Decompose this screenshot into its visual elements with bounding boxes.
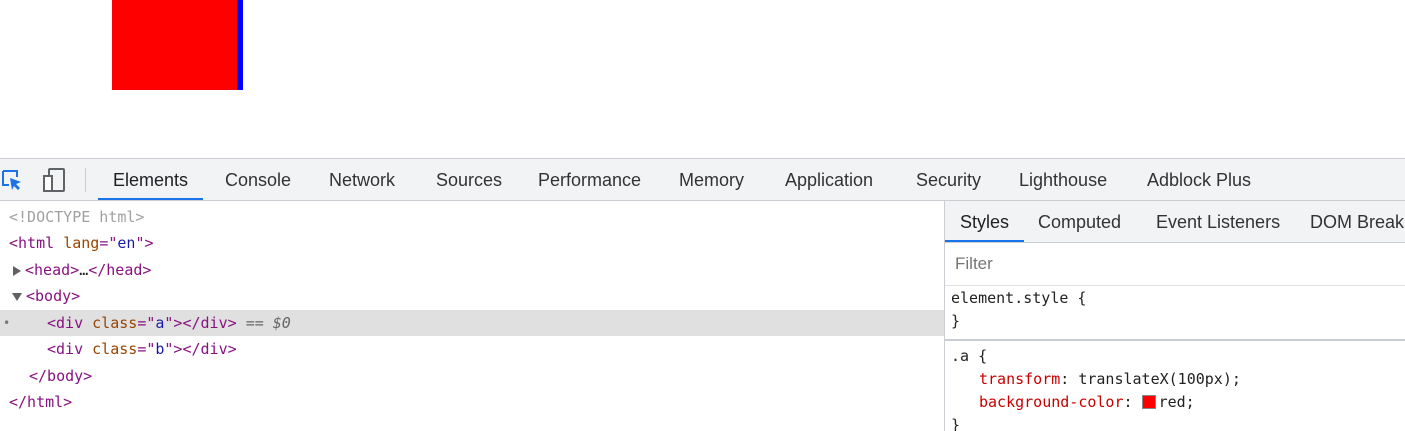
tree-node-html[interactable]: <html lang="en"> <box>0 230 953 256</box>
html-attr-eq: =" <box>99 234 118 252</box>
tab-application[interactable]: Application <box>785 170 874 190</box>
element-style-close-brace: } <box>951 312 961 330</box>
div-b-open-tag: <div <box>47 340 84 358</box>
head-close-tag: </head> <box>88 261 152 279</box>
tab-lighthouse[interactable]: Lighthouse <box>1019 170 1108 190</box>
tab-security[interactable]: Security <box>916 170 982 190</box>
tree-node-body[interactable]: <body> <box>0 283 956 309</box>
tab-event-listeners[interactable]: Event Listeners <box>1156 212 1281 232</box>
html-open-tag: <html <box>9 234 55 252</box>
doctype-text: <!DOCTYPE html> <box>9 208 145 226</box>
tab-adblock-plus[interactable]: Adblock Plus <box>1147 170 1252 190</box>
tab-sources[interactable]: Sources <box>436 170 503 190</box>
div-a-close-tag: "></div> <box>164 314 237 332</box>
inspect-element-icon[interactable] <box>0 168 24 192</box>
class-a-close-brace: } <box>951 416 961 431</box>
tab-performance[interactable]: Performance <box>538 170 642 190</box>
tree-node-body-close[interactable]: </body> <box>0 363 973 389</box>
property-name[interactable]: transform <box>979 370 1061 388</box>
tree-node-div-b[interactable]: <div class="b"></div> <box>0 336 991 362</box>
selected-node-marker: == $0 <box>245 314 291 332</box>
page-viewport <box>0 0 1405 158</box>
tab-computed[interactable]: Computed <box>1038 212 1122 232</box>
class-a-rule: .a { transform: translateX(100px); backg… <box>945 345 1405 431</box>
html-attr-name: lang <box>63 234 100 252</box>
tab-console[interactable]: Console <box>225 170 292 190</box>
selection-dot: • <box>3 316 11 330</box>
tab-network[interactable]: Network <box>329 170 396 190</box>
property-value[interactable]: red; <box>1158 393 1195 411</box>
html-attr-value: en <box>117 234 136 252</box>
tree-node-doctype[interactable]: <!DOCTYPE html> <box>0 204 953 230</box>
div-b-attr-value: b <box>155 340 165 358</box>
div-a-open-tag: <div <box>47 314 84 332</box>
div-b-attr-eq: =" <box>137 340 156 358</box>
div-b-close-tag: "></div> <box>164 340 237 358</box>
pane-divider[interactable] <box>944 201 945 431</box>
property-name[interactable]: background-color <box>979 393 1124 411</box>
html-attr-close: "> <box>135 234 154 252</box>
head-ellipsis: … <box>79 261 89 279</box>
collapse-arrow-icon[interactable] <box>12 292 22 301</box>
element-style-selector[interactable]: element.style { <box>951 289 1087 307</box>
styles-sidebar: Styles Computed Event Listeners DOM Brea… <box>945 201 1405 431</box>
tab-elements[interactable]: Elements <box>98 159 204 200</box>
div-a-attr-value: a <box>155 314 165 332</box>
html-close-tag: </html> <box>9 393 73 411</box>
div-a-box <box>112 0 237 90</box>
tree-node-div-a[interactable]: • <div class="a"></div> == $0 <box>0 310 991 336</box>
element-style-rule: element.style { } <box>945 287 1405 333</box>
class-a-selector[interactable]: .a { <box>951 347 988 365</box>
div-a-attr-name: class <box>92 314 138 332</box>
color-swatch-icon[interactable] <box>1141 395 1156 409</box>
div-b-attr-name: class <box>92 340 138 358</box>
head-open-tag: <head> <box>25 261 80 279</box>
css-property-background-color[interactable]: background-color: red; <box>979 393 1195 411</box>
styles-tab-bar: Styles Computed Event Listeners DOM Brea… <box>945 201 1405 243</box>
devtools-toolbar: Elements Console Network Sources Perform… <box>0 159 1405 201</box>
property-value[interactable]: translateX(100px); <box>1078 370 1241 388</box>
body-close-tag: </body> <box>29 367 93 385</box>
device-toolbar-icon[interactable] <box>42 168 66 192</box>
css-property-transform[interactable]: transform: translateX(100px); <box>979 370 1241 388</box>
rule-divider <box>945 339 1405 341</box>
tab-dom-breakpoints[interactable]: DOM Breakpoints <box>1310 212 1405 232</box>
tab-memory[interactable]: Memory <box>679 170 745 190</box>
expand-arrow-icon[interactable] <box>13 265 21 276</box>
div-a-attr-eq: =" <box>137 314 156 332</box>
tree-node-html-close[interactable]: </html> <box>0 389 953 415</box>
styles-filter-row <box>945 243 1405 286</box>
toolbar-separator <box>85 168 86 192</box>
styles-filter-input[interactable] <box>949 249 1399 279</box>
tab-styles[interactable]: Styles <box>945 201 1025 242</box>
elements-tree: <!DOCTYPE html> <html lang="en"> <head>…… <box>0 201 991 431</box>
body-open-tag: <body> <box>26 287 81 305</box>
tree-node-head[interactable]: <head>…</head> <box>0 257 957 283</box>
devtools-panel: Elements Console Network Sources Perform… <box>0 158 1405 431</box>
